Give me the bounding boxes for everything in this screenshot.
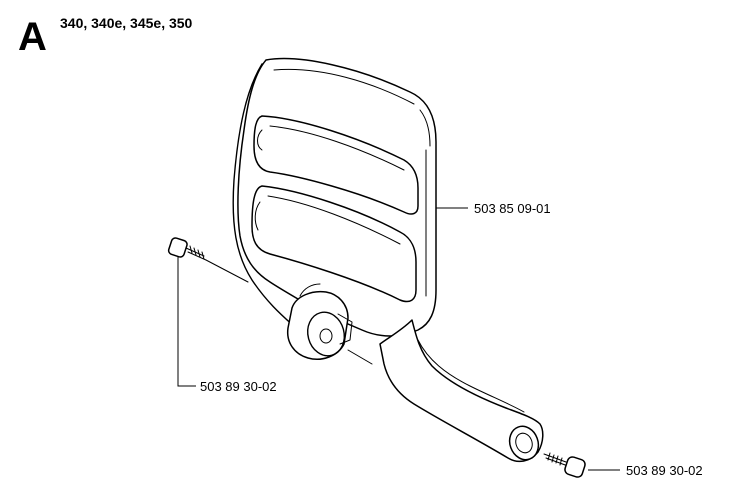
left-screw-drawing [167,237,207,261]
handle-guard-drawing [232,57,544,463]
left-screw-axis [205,259,249,283]
model-list: 340, 340e, 345e, 350 [60,15,193,31]
part-number-right-screw: 503 89 30-02 [626,463,703,478]
part-number-handle-guard: 503 85 09-01 [474,201,551,216]
part-number-left-screw: 503 89 30-02 [200,379,277,394]
leader-left-screw [177,256,196,387]
section-letter: A [18,15,47,59]
right-screw-drawing [543,452,586,478]
bushing-axis [347,349,373,365]
